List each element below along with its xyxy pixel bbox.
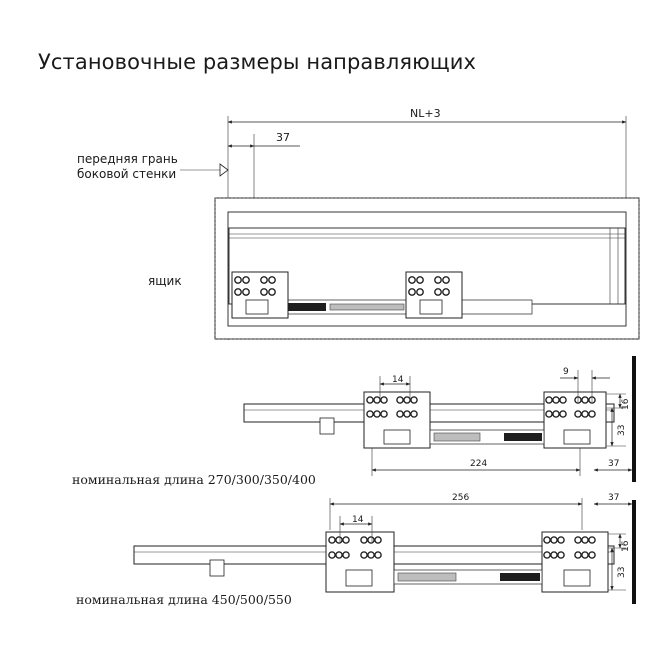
mounting-hole xyxy=(366,410,374,418)
mounting-hole xyxy=(373,396,381,404)
mounting-hole xyxy=(545,410,553,418)
mounting-hole xyxy=(260,288,268,296)
mounting-hole xyxy=(588,536,596,544)
mounting-hole xyxy=(559,410,567,418)
short-rail-view: 14 9 16 33 224 37 xyxy=(243,356,636,482)
mounting-hole xyxy=(434,288,442,296)
mounting-hole xyxy=(410,396,418,404)
mounting-hole xyxy=(403,410,411,418)
mounting-hole xyxy=(367,551,375,559)
short-back-offset-label: 37 xyxy=(608,459,619,469)
mounting-hole xyxy=(234,288,242,296)
mounting-hole xyxy=(442,288,450,296)
mounting-hole xyxy=(403,396,411,404)
mounting-hole xyxy=(545,396,553,404)
mounting-hole xyxy=(581,536,589,544)
nl3-label: NL+3 xyxy=(410,107,441,120)
mounting-hole xyxy=(367,536,375,544)
box-label: ящик xyxy=(148,274,182,288)
mounting-hole xyxy=(581,551,589,559)
mounting-hole xyxy=(374,551,382,559)
cabinet-wall xyxy=(632,356,636,482)
short-right-gap-label: 9 xyxy=(563,367,569,377)
mounting-hole xyxy=(581,396,589,404)
mounting-hole xyxy=(574,410,582,418)
mounting-hole xyxy=(552,410,560,418)
mounting-hole xyxy=(581,410,589,418)
mounting-hole xyxy=(328,536,336,544)
cabinet-wall xyxy=(632,500,636,604)
front-bracket xyxy=(231,271,289,319)
mounting-hole xyxy=(373,410,381,418)
mounting-hole xyxy=(434,276,442,284)
front-edge-arrow-icon xyxy=(219,163,229,177)
mounting-hole xyxy=(234,276,242,284)
mounting-hole xyxy=(550,551,558,559)
long-range-label: номинальная длина 450/500/550 xyxy=(76,592,292,607)
mounting-hole xyxy=(342,551,350,559)
mounting-hole xyxy=(268,276,276,284)
long-height-large-label: 33 xyxy=(617,567,627,578)
mounting-hole xyxy=(366,396,374,404)
mounting-hole xyxy=(588,551,596,559)
mounting-hole xyxy=(380,410,388,418)
mounting-hole xyxy=(550,536,558,544)
drawer-view: NL+3 37 xyxy=(180,107,640,340)
mounting-hole xyxy=(342,536,350,544)
long-hole-pitch-label: 14 xyxy=(352,515,364,525)
mounting-hole xyxy=(588,410,596,418)
mounting-hole xyxy=(360,536,368,544)
short-hole-pitch-label: 14 xyxy=(392,375,404,385)
mounting-hole xyxy=(416,288,424,296)
short-height-large-label: 33 xyxy=(617,425,627,436)
mounting-hole xyxy=(543,551,551,559)
mounting-hole xyxy=(442,276,450,284)
mounting-hole xyxy=(335,536,343,544)
mounting-hole xyxy=(559,396,567,404)
mounting-hole xyxy=(328,551,336,559)
mounting-hole xyxy=(557,536,565,544)
offset-37-label: 37 xyxy=(276,131,290,144)
long-span-label: 256 xyxy=(452,493,469,503)
mounting-hole xyxy=(416,276,424,284)
mounting-hole xyxy=(557,551,565,559)
mounting-hole xyxy=(408,276,416,284)
mounting-hole xyxy=(410,410,418,418)
mounting-hole xyxy=(242,288,250,296)
front-edge-label: передняя грань боковой стенки xyxy=(77,152,178,181)
short-range-label: номинальная длина 270/300/350/400 xyxy=(72,472,316,487)
mounting-hole xyxy=(408,288,416,296)
long-back-offset-label: 37 xyxy=(608,493,619,503)
mounting-hole xyxy=(543,536,551,544)
page-title: Установочные размеры направляющих xyxy=(38,50,477,74)
mounting-hole xyxy=(574,551,582,559)
mounting-hole xyxy=(360,551,368,559)
short-span-label: 224 xyxy=(470,459,487,469)
mounting-hole xyxy=(268,288,276,296)
long-height-small-label: 16 xyxy=(621,540,631,552)
mounting-hole xyxy=(374,536,382,544)
mounting-hole xyxy=(574,536,582,544)
long-rail-view: 14 256 37 16 33 xyxy=(133,493,636,604)
mounting-hole xyxy=(552,396,560,404)
mounting-hole xyxy=(335,551,343,559)
mounting-hole xyxy=(242,276,250,284)
mounting-hole xyxy=(260,276,268,284)
mounting-hole xyxy=(380,396,388,404)
mounting-hole xyxy=(396,396,404,404)
short-height-small-label: 16 xyxy=(621,398,631,410)
mounting-hole xyxy=(396,410,404,418)
